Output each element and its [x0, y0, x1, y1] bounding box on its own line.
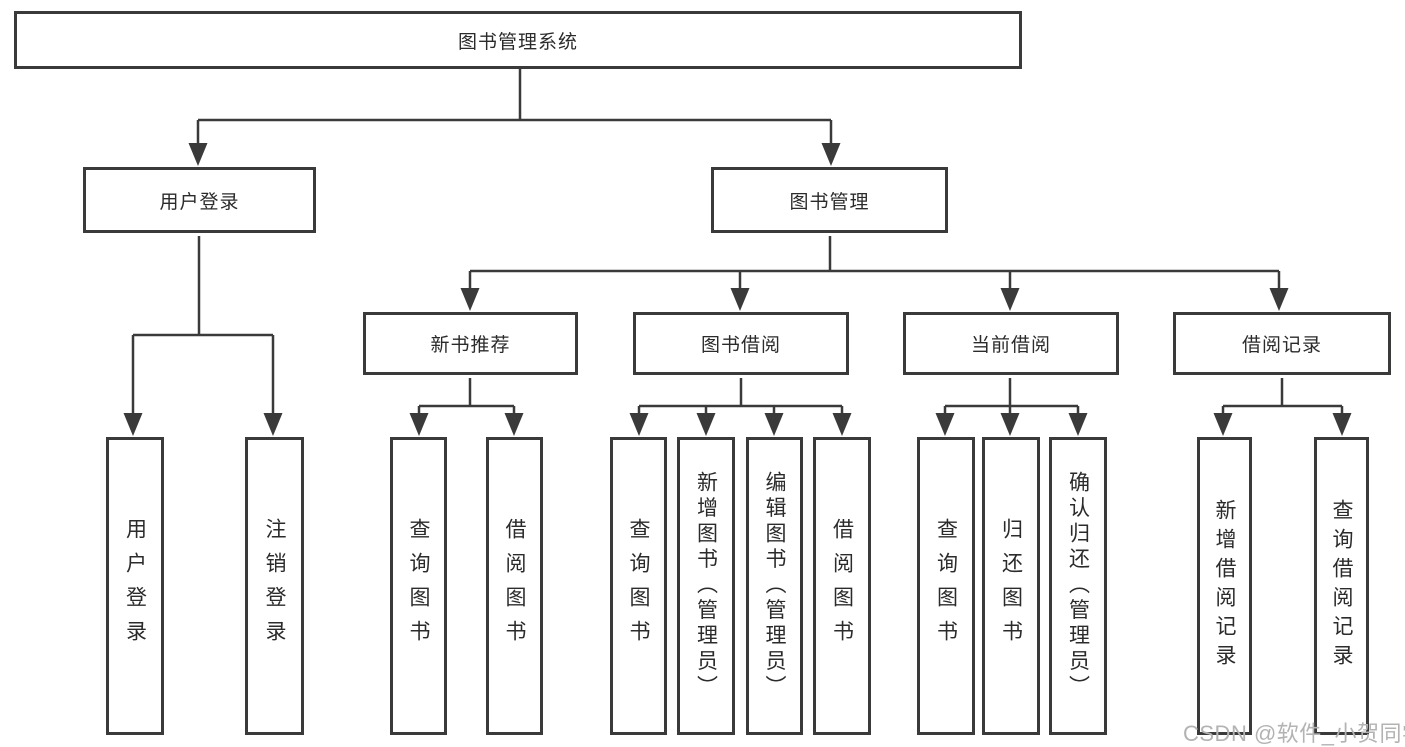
node-book-management: 图书管理 [711, 167, 948, 233]
leaf-label: 新增图书（管理员） [694, 471, 718, 701]
arrowhead-icon [629, 413, 649, 436]
leaf-return-books: 归还图书 [982, 437, 1040, 735]
arrowhead-icon [1332, 413, 1352, 436]
leaf-label: 查询图书 [407, 518, 430, 654]
leaf-label: 归还图书 [999, 518, 1023, 654]
leaf-query-books: 查询图书 [917, 437, 975, 735]
arrowhead-icon [188, 143, 208, 166]
leaf-label: 查询图书 [627, 518, 650, 654]
leaf-add-borrow-record: 新增借阅记录 [1197, 437, 1252, 735]
arrowhead-icon [123, 413, 143, 436]
leaf-query-books: 查询图书 [610, 437, 667, 735]
leaf-label: 查询图书 [934, 518, 958, 654]
arrowhead-icon [832, 413, 852, 436]
leaf-label: 新增借阅记录 [1213, 499, 1236, 673]
node-borrowing-records: 借阅记录 [1173, 312, 1391, 375]
node-user-login: 用户登录 [83, 167, 316, 233]
leaf-label: 借阅图书 [503, 518, 526, 654]
node-book-borrowing: 图书借阅 [633, 312, 849, 375]
arrowhead-icon [504, 413, 524, 436]
leaf-query-books: 查询图书 [390, 437, 447, 735]
leaf-borrow-books: 借阅图书 [486, 437, 543, 735]
arrowhead-icon [1068, 413, 1088, 436]
node-new-book-recommendation: 新书推荐 [363, 312, 578, 375]
arrowhead-icon [263, 413, 283, 436]
node-current-borrowing: 当前借阅 [903, 312, 1119, 375]
leaf-label: 注销登录 [263, 518, 286, 654]
leaf-label: 确认归还（管理员） [1066, 471, 1090, 701]
leaf-add-book-admin: 新增图书（管理员） [677, 437, 735, 735]
leaf-confirm-return-admin: 确认归还（管理员） [1049, 437, 1107, 735]
arrowhead-icon [935, 413, 955, 436]
leaf-label: 用户登录 [123, 518, 147, 654]
arrowhead-icon [1213, 413, 1233, 436]
arrowhead-icon [460, 288, 480, 311]
leaf-label: 查询借阅记录 [1330, 499, 1353, 673]
arrowhead-icon [1000, 413, 1020, 436]
watermark-text: CSDN @软件_小贺同学 [1183, 721, 1405, 746]
arrowhead-icon [696, 413, 716, 436]
leaf-edit-book-admin: 编辑图书（管理员） [746, 437, 803, 735]
arrowhead-icon [1269, 288, 1289, 311]
arrowhead-icon [764, 413, 784, 436]
leaf-user-login: 用户登录 [106, 437, 164, 735]
leaf-label: 借阅图书 [830, 518, 854, 654]
arrowhead-icon [821, 143, 841, 166]
arrowhead-icon [409, 413, 429, 436]
arrowhead-icon [730, 288, 750, 311]
arrowhead-icon [1000, 288, 1020, 311]
leaf-logout: 注销登录 [245, 437, 304, 735]
node-library-management-system: 图书管理系统 [14, 11, 1022, 69]
leaf-label: 编辑图书（管理员） [763, 471, 786, 701]
leaf-query-borrow-record: 查询借阅记录 [1314, 437, 1369, 735]
leaf-borrow-books: 借阅图书 [813, 437, 871, 735]
